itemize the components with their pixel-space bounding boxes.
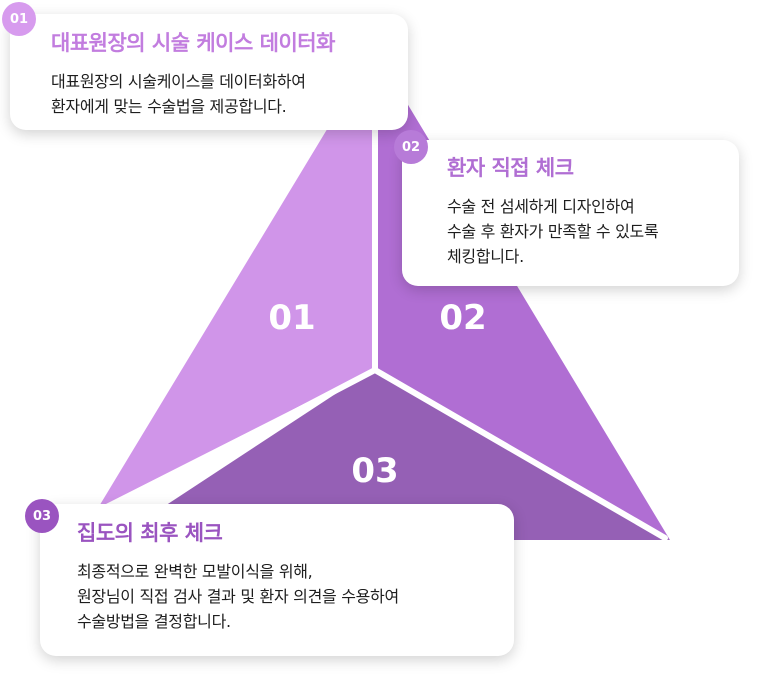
pyramid-segment-01: [98, 50, 375, 508]
card-line: 원장님이 직접 검사 결과 및 환자 의견을 수용하여: [77, 587, 399, 606]
card-line: 최종적으로 완벽한 모발이식을 위해,: [77, 562, 313, 581]
card-line: 수술방법을 결정합니다.: [77, 612, 231, 631]
card-line: 체킹합니다.: [447, 247, 524, 266]
card-title: 집도의 최후 체크: [77, 521, 223, 545]
card-description: 수술 전 섬세하게 디자인하여 수술 후 환자가 만족할 수 있도록 체킹합니다…: [447, 194, 739, 269]
segment-number-03: 03: [351, 451, 398, 491]
segment-number-02: 02: [439, 298, 486, 338]
card-description: 대표원장의 시술케이스를 데이터화하여 환자에게 맞는 수술법을 제공합니다.: [51, 69, 408, 119]
segment-number-01: 01: [268, 298, 315, 338]
card-line: 수술 전 섬세하게 디자인하여: [447, 197, 635, 216]
card-line: 대표원장의 시술케이스를 데이터화하여: [51, 72, 306, 91]
card-title: 대표원장의 시술 케이스 데이터화: [51, 31, 335, 55]
step-badge-01: 01: [2, 2, 36, 36]
card-description: 최종적으로 완벽한 모발이식을 위해, 원장님이 직접 검사 결과 및 환자 의…: [77, 559, 514, 634]
info-card-01: 대표원장의 시술 케이스 데이터화 대표원장의 시술케이스를 데이터화하여 환자…: [10, 14, 408, 130]
step-badge-02: 02: [394, 130, 428, 164]
card-line: 환자에게 맞는 수술법을 제공합니다.: [51, 97, 287, 116]
info-card-03: 집도의 최후 체크 최종적으로 완벽한 모발이식을 위해, 원장님이 직접 검사…: [40, 504, 514, 656]
card-line: 수술 후 환자가 만족할 수 있도록: [447, 222, 659, 241]
info-card-02: 환자 직접 체크 수술 전 섬세하게 디자인하여 수술 후 환자가 만족할 수 …: [402, 140, 739, 286]
card-title: 환자 직접 체크: [447, 156, 574, 180]
pyramid-segment-03: [113, 368, 670, 540]
step-badge-03: 03: [25, 499, 59, 533]
